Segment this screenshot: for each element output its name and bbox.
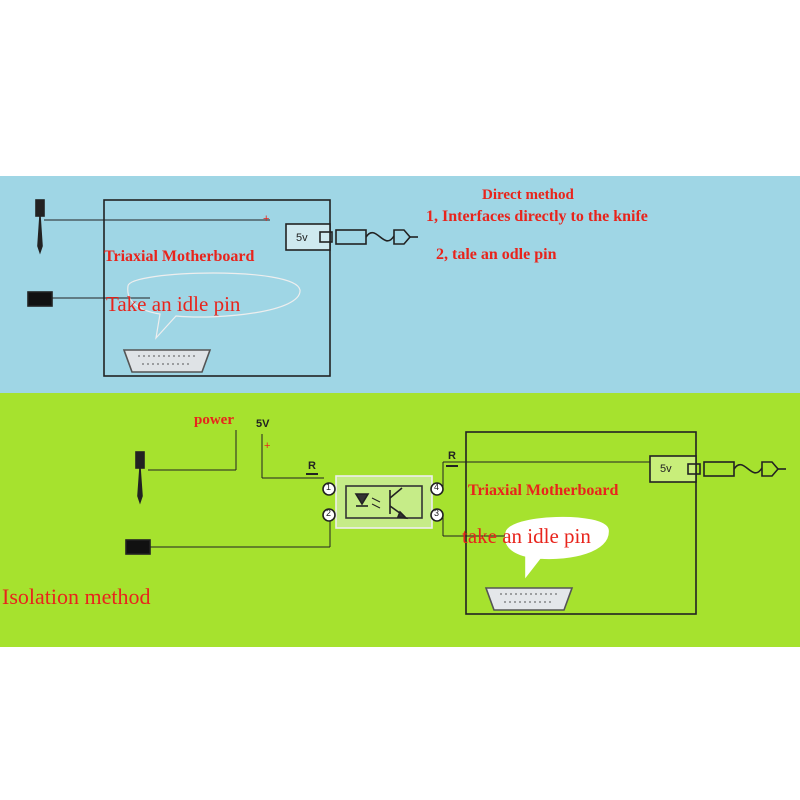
isolation-db25-connector <box>484 587 574 611</box>
isolation-method-title: Isolation method <box>2 584 151 609</box>
power-label: power <box>194 412 234 428</box>
isolation-cable <box>733 463 763 474</box>
direct-idle-pin-label: Take an idle pin <box>106 292 241 316</box>
direct-5v-label: 5v <box>296 232 308 244</box>
pin-1-label: 1 <box>326 482 332 492</box>
direct-plug-body <box>335 229 367 245</box>
direct-connector <box>319 231 333 243</box>
resistor-label-left: R <box>308 460 316 472</box>
direct-cable <box>365 231 395 242</box>
isolation-idle-pin-label: take an idle pin <box>462 524 591 548</box>
isolation-motherboard-box <box>465 431 697 615</box>
pin-4-label: 4 <box>434 482 440 492</box>
isolation-plus-sign: + <box>264 440 271 452</box>
isolation-board-label: Triaxial Motherboard <box>468 482 619 499</box>
resistor-label-right: R <box>448 450 456 462</box>
isolation-speech-bubble <box>504 516 609 579</box>
direct-knife-icon <box>35 199 45 217</box>
isolation-plug-body <box>703 461 735 477</box>
isolation-plug <box>761 461 780 477</box>
optocoupler-box <box>335 475 433 529</box>
pin-1-circle <box>322 482 336 496</box>
direct-5v-module <box>285 223 331 251</box>
pin-2-label: 2 <box>326 508 332 518</box>
direct-db25-connector <box>122 349 212 373</box>
direct-method-drawing <box>27 199 418 377</box>
direct-step-1: 1, Interfaces directly to the knife <box>426 208 648 225</box>
pin-3-label: 3 <box>434 508 440 518</box>
direct-method-title: Direct method <box>482 187 574 203</box>
isolation-method-drawing <box>125 430 786 615</box>
direct-switch-icon <box>27 291 53 307</box>
isolation-5v-box-label: 5v <box>660 463 672 475</box>
isolation-5v-label: 5V <box>256 418 270 430</box>
direct-plug <box>393 229 412 245</box>
optocoupler-led <box>354 493 370 506</box>
direct-board-label: Triaxial Motherboard <box>104 248 255 265</box>
direct-motherboard-box <box>103 199 331 377</box>
direct-step-2: 2, tale an odle pin <box>436 246 557 263</box>
isolation-switch-icon <box>125 539 151 555</box>
direct-speech-bubble <box>127 272 301 340</box>
isolation-5v-module <box>649 455 697 483</box>
direct-plus-sign: + <box>263 213 270 225</box>
pin-2-circle <box>322 508 336 522</box>
isolation-knife-icon <box>135 451 145 469</box>
